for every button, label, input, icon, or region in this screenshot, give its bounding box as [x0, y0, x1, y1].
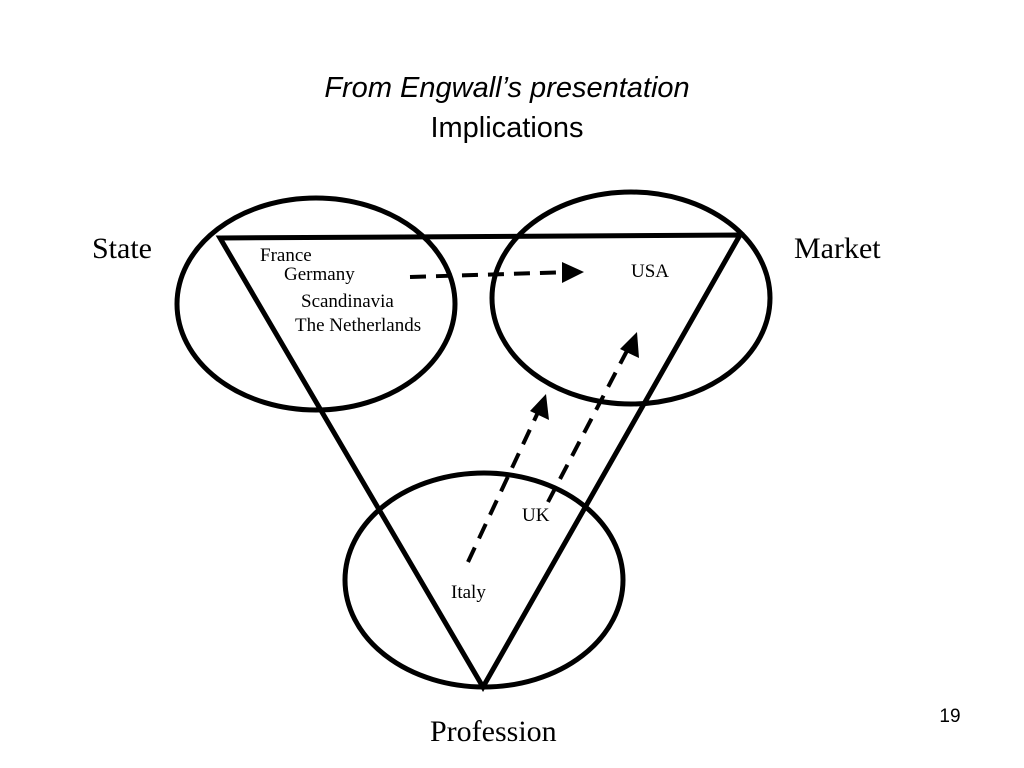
slide-title-source: From Engwall’s presentation: [324, 72, 690, 104]
arrow-uk-to-market: [546, 344, 632, 503]
label-france: France: [260, 245, 312, 266]
arrow-continental-to-usa: [409, 267, 572, 279]
slide-title: Implications: [430, 112, 584, 144]
label-usa: USA: [631, 261, 669, 282]
label-profession: Profession: [430, 715, 557, 748]
label-germany: Germany: [284, 264, 355, 285]
arrow-italy-to-market: [466, 407, 542, 563]
state-ellipse: [174, 195, 458, 413]
arrowhead-italy-market: [530, 394, 549, 420]
profession-ellipse: [342, 470, 626, 690]
label-state: State: [92, 232, 152, 265]
arrowhead-uk-market: [620, 332, 639, 358]
label-market: Market: [794, 232, 881, 265]
arrowhead-usa: [562, 262, 584, 283]
label-italy: Italy: [451, 582, 486, 603]
page-number: 19: [939, 706, 961, 727]
label-uk: UK: [522, 505, 550, 526]
market-ellipse: [489, 189, 773, 407]
label-netherlands: The Netherlands: [295, 315, 421, 336]
label-scandinavia: Scandinavia: [301, 291, 394, 312]
title-block: From Engwall’s presentation Implications: [0, 68, 1014, 148]
triangle: [215, 232, 745, 693]
